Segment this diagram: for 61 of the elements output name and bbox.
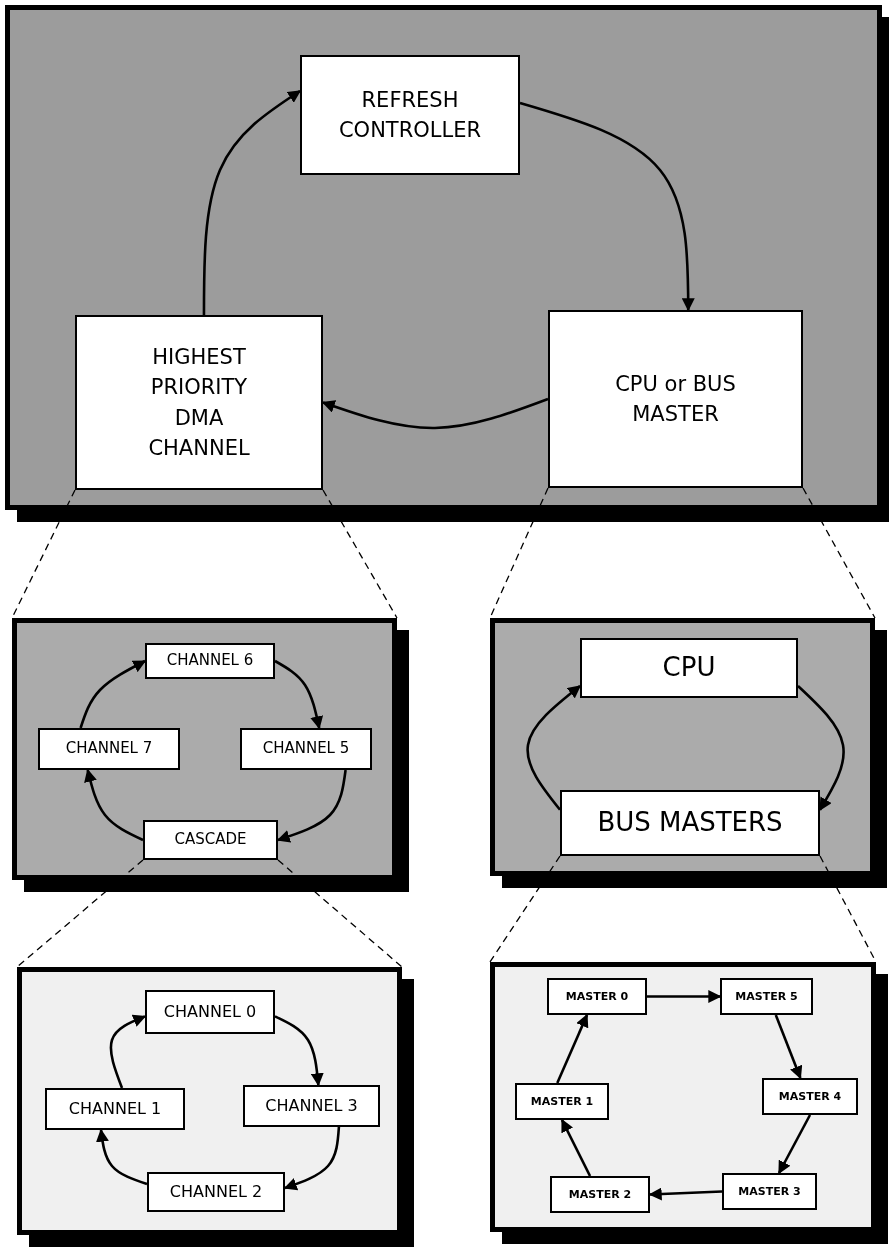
box-label: CHANNEL 1	[68, 1098, 162, 1121]
box-label: CHANNEL 6	[166, 650, 254, 672]
arrow	[96, 1128, 148, 1186]
arrow	[283, 1126, 341, 1191]
arrow	[274, 1015, 324, 1087]
box-label: MASTER 5	[735, 988, 798, 1005]
arrow	[648, 1187, 723, 1201]
box-label: MASTER 4	[778, 1088, 842, 1105]
process-box	[560, 790, 820, 856]
box-label: CPU or BUS MASTER	[614, 370, 737, 428]
process-box	[243, 1085, 380, 1127]
process-box	[720, 978, 813, 1015]
process-box	[145, 643, 275, 679]
process-box	[240, 728, 372, 770]
zoom-guide-line	[322, 489, 398, 619]
box-label: MASTER 3	[738, 1183, 801, 1200]
arrow	[777, 1114, 812, 1175]
arrow	[526, 684, 581, 811]
box-label: HIGHEST PRIORITY DMA CHANNEL	[147, 343, 251, 462]
process-box	[722, 1173, 817, 1210]
zoom-guide-line	[489, 855, 561, 963]
box-label: CHANNEL 7	[65, 738, 153, 760]
process-box	[145, 990, 275, 1034]
zoom-guide-line	[277, 859, 403, 968]
arrow	[274, 659, 324, 730]
process-box	[147, 1172, 285, 1212]
arrow	[321, 397, 549, 430]
arrow	[519, 101, 695, 312]
box-label: MASTER 1	[530, 1093, 594, 1110]
box-label: CASCADE	[174, 829, 247, 851]
box-label: CHANNEL 3	[265, 1095, 358, 1118]
process-box	[300, 55, 520, 175]
box-label: REFRESH CONTROLLER	[337, 86, 483, 144]
process-box	[75, 315, 323, 490]
arrow	[797, 685, 845, 811]
process-box	[550, 1176, 650, 1213]
box-label: CHANNEL 0	[163, 1001, 257, 1024]
box-label: CPU	[662, 651, 716, 685]
process-box	[38, 728, 180, 770]
arrow	[79, 659, 147, 729]
box-label: BUS MASTERS	[597, 806, 783, 840]
process-box	[143, 820, 278, 860]
process-box	[548, 310, 803, 488]
arrow	[276, 769, 347, 843]
arrow	[202, 89, 302, 315]
box-label: CHANNEL 2	[169, 1181, 263, 1204]
arrow	[109, 1014, 147, 1089]
box-label: CHANNEL 5	[262, 738, 350, 760]
arrow	[774, 1014, 803, 1080]
process-box	[515, 1083, 609, 1120]
box-label: MASTER 2	[568, 1186, 632, 1203]
arrow	[560, 1118, 592, 1177]
arrow	[556, 1013, 589, 1084]
process-box	[45, 1088, 185, 1130]
process-box	[762, 1078, 858, 1115]
arrow	[84, 768, 144, 842]
zoom-guide-line	[16, 859, 144, 968]
box-label: MASTER 0	[565, 988, 629, 1005]
arrow	[647, 990, 722, 1003]
process-box	[580, 638, 798, 698]
process-box	[547, 978, 647, 1015]
